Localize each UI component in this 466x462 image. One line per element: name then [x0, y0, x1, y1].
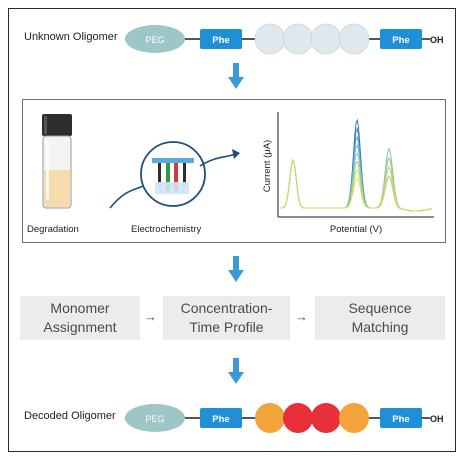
voltammogram-curve — [279, 159, 433, 212]
vial-icon — [42, 114, 72, 209]
electrochemistry-caption: Electrochemistry — [131, 224, 202, 235]
chart-ylabel: Current (μA) — [262, 140, 273, 192]
step-line: Concentration- — [180, 300, 273, 316]
right-arrow-icon: → — [144, 309, 157, 324]
decoded-oligomer-chain: PEG Phe Phe OH — [125, 403, 444, 433]
step-line: Sequence — [348, 300, 412, 316]
decoded-unit-2 — [283, 403, 313, 433]
voltammogram-chart: Current (μA) Potential (V) — [262, 112, 434, 235]
chart-curves — [279, 118, 433, 212]
down-arrow-icon — [228, 63, 244, 89]
phe-right-text: Phe — [392, 35, 409, 46]
unknown-unit — [254, 23, 286, 55]
terminal-oh-text: OH — [430, 35, 444, 45]
phe-block-left — [200, 29, 242, 49]
decoded-unit-1 — [255, 403, 285, 433]
peg-block — [125, 404, 185, 432]
decoded-unit-4 — [339, 403, 369, 433]
step-line: Matching — [351, 319, 409, 335]
unknown-unit — [282, 23, 314, 55]
phe-left-text: Phe — [212, 35, 229, 46]
terminal-oh-text: OH — [430, 414, 444, 424]
unknown-oligomer-chain: PEG Phe Phe OH — [125, 23, 444, 55]
peg-text: PEG — [145, 35, 164, 45]
step-line: Assignment — [43, 319, 117, 335]
voltammogram-curve — [279, 159, 433, 212]
unknown-unit — [338, 23, 370, 55]
down-arrow-icon — [228, 358, 244, 384]
phe-block-left — [200, 408, 242, 428]
peg-text: PEG — [145, 414, 164, 424]
workflow-panel — [22, 99, 446, 243]
decoded-oligomer-label: Decoded Oligomer — [24, 410, 116, 422]
phe-block-right — [380, 408, 422, 428]
degradation-caption: Degradation — [27, 224, 79, 235]
phe-right-text: Phe — [392, 414, 409, 425]
step-line: Time Profile — [189, 319, 264, 335]
peg-block — [125, 25, 185, 53]
right-arrow-icon: → — [295, 309, 308, 324]
down-arrow-icon — [228, 256, 244, 282]
decoded-unit-3 — [311, 403, 341, 433]
step-concentration-time-profile: Concentration- Time Profile — [163, 296, 290, 340]
voltammogram-curve — [279, 156, 433, 212]
phe-left-text: Phe — [212, 414, 229, 425]
step-line: Monomer — [50, 300, 110, 316]
electrochemistry-icon — [109, 141, 240, 209]
phe-block-right — [380, 29, 422, 49]
chart-xlabel: Potential (V) — [330, 224, 382, 235]
unknown-oligomer-label: Unknown Oligomer — [24, 31, 118, 43]
unknown-unit — [310, 23, 342, 55]
